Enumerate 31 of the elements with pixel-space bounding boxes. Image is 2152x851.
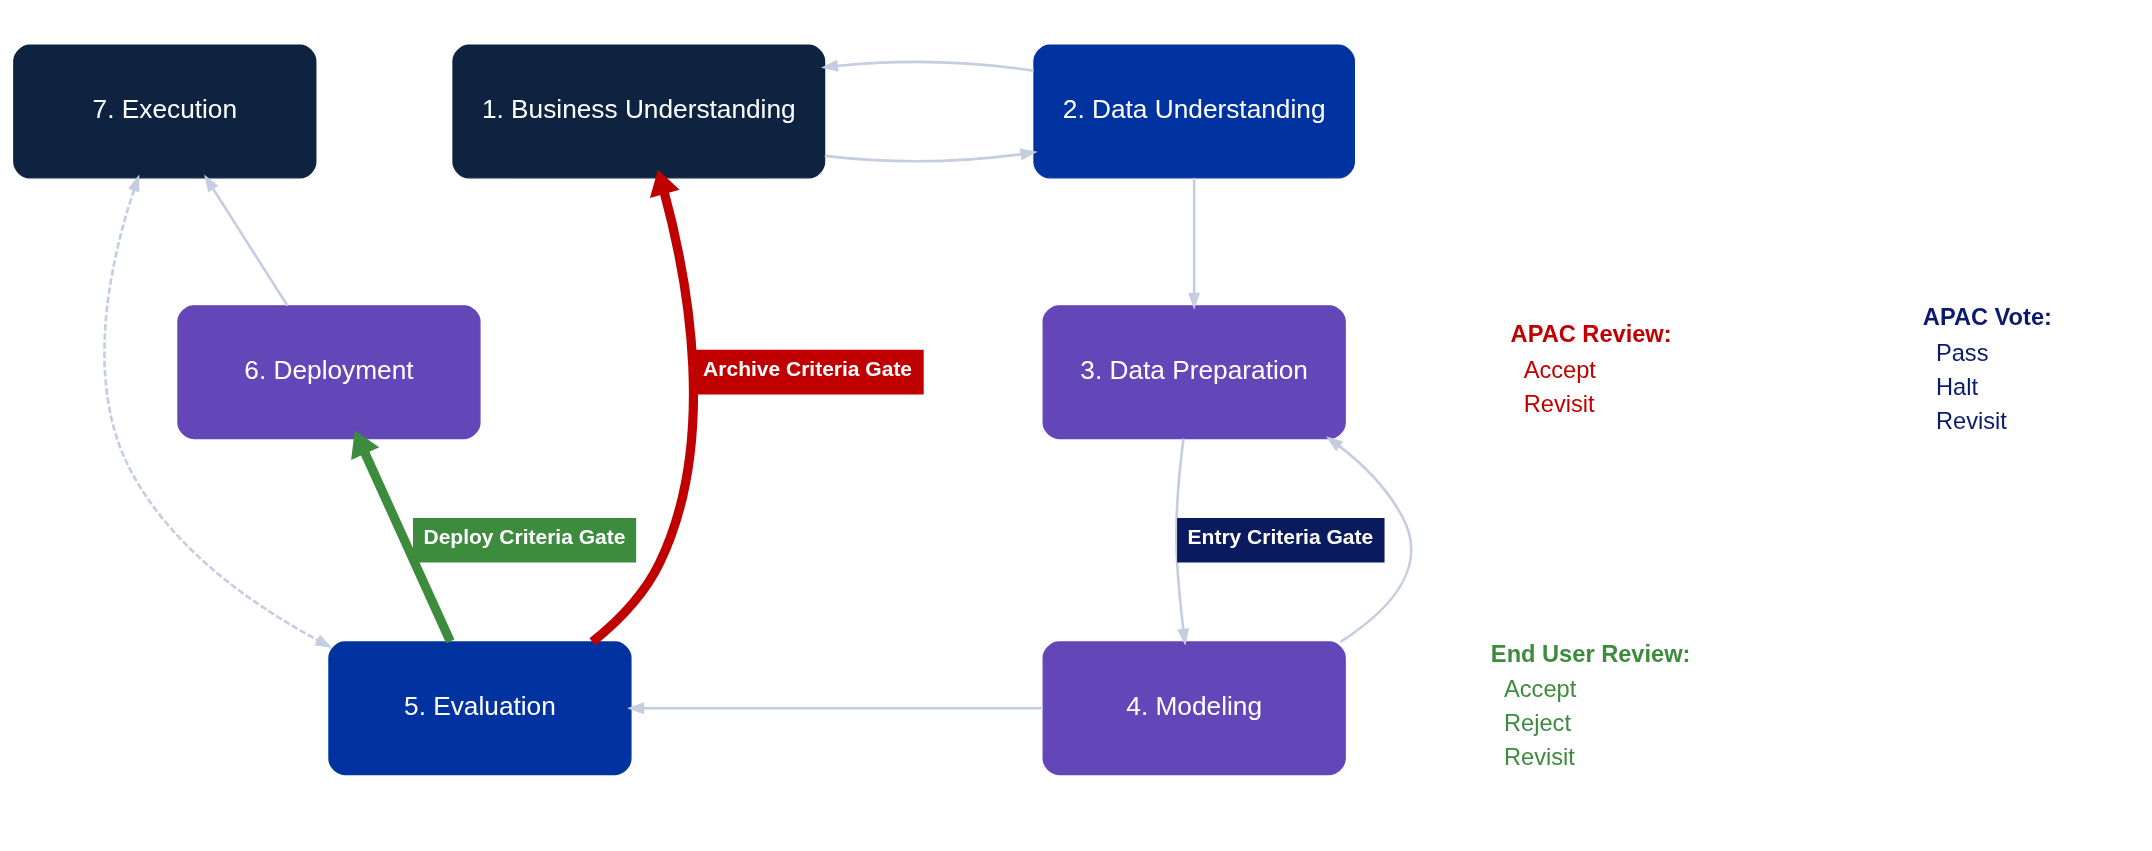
arrow <box>626 701 1043 714</box>
label: Revisit <box>1504 743 1575 770</box>
arrow <box>1325 435 1413 643</box>
label: Reject <box>1504 709 1571 736</box>
arrow <box>204 174 289 306</box>
label: End User Review: <box>1490 640 1691 667</box>
label: Halt <box>1935 373 1978 400</box>
arrow <box>103 173 333 648</box>
arrow <box>351 430 455 643</box>
arrow <box>820 59 1034 72</box>
node-box: 3. Data Preparation <box>1042 304 1346 439</box>
arrow <box>824 147 1038 163</box>
label: APAC Vote: <box>1922 303 2052 330</box>
arrow <box>589 169 698 645</box>
arrow <box>1175 437 1190 646</box>
label: Revisit <box>1935 407 2007 434</box>
node-box: 1. Business Understanding <box>452 44 826 178</box>
label: APAC Review: <box>1510 321 1672 347</box>
edge-label: Entry Criteria Gate <box>1187 524 1374 548</box>
label: Revisit <box>1523 390 1595 417</box>
edge-label: Archive Criteria Gate <box>703 356 913 380</box>
node-box: 6. Deployment <box>177 304 481 439</box>
arrow <box>1188 177 1201 310</box>
label: Accept <box>1504 675 1577 702</box>
node-box: 2. Data Understanding <box>1033 44 1355 178</box>
edge-label: Deploy Criteria Gate <box>423 524 626 548</box>
node-box: 4. Modeling <box>1042 640 1346 775</box>
node-box: 5. Evaluation <box>328 640 632 775</box>
label: Accept <box>1523 356 1596 383</box>
node-box: 7. Execution <box>13 44 317 178</box>
label: Pass <box>1935 339 1989 366</box>
